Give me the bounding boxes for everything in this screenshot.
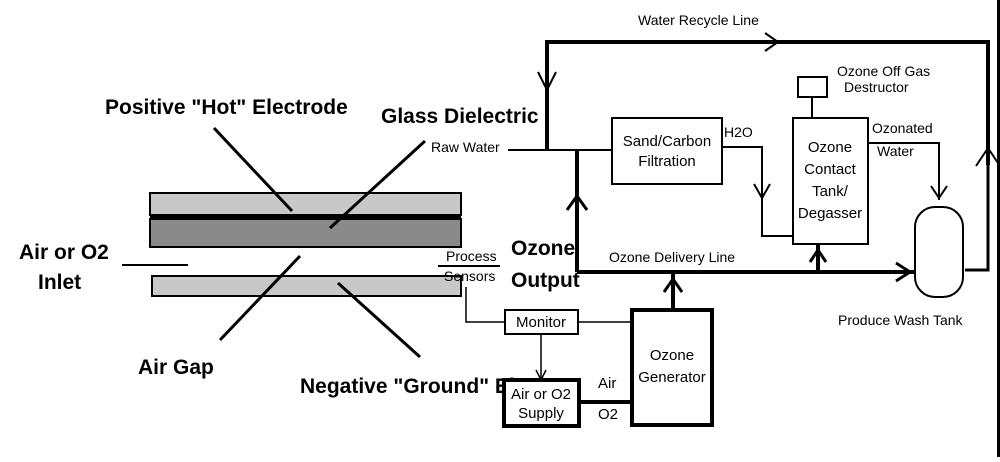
air-gap-pointer [218,254,302,342]
filtration-label-line2: Filtration [638,153,696,170]
glass-dielectric-pointer [328,139,427,230]
o2-label: O2 [598,406,618,423]
ozonated-water-label-line2: Water [877,143,914,159]
ozone-contact-tank-box [792,117,869,245]
positive-electrode-label: Positive "Hot" Electrode [105,96,348,119]
raw-water-label: Raw Water [431,139,500,155]
positive-electrode-plate [149,192,462,216]
ozonated-water-line [868,142,948,200]
air-label: Air [598,375,616,392]
positive-electrode-pointer [212,126,294,213]
glass-dielectric-plate [149,218,462,248]
electrode-assembly [122,126,462,359]
filtration-label-line1: Sand/Carbon [623,133,711,150]
process-sensors-group [438,265,505,323]
air-o2-supply-label-line1: Air or O2 [511,386,571,403]
ozone-delivery-line-label: Ozone Delivery Line [609,249,735,265]
contact-tank-label-line1: Ozone [808,139,852,156]
contact-tank-label-line2: Contact [804,161,857,178]
off-gas-destructor-label-line2: Destructor [844,79,909,95]
ozone-output-label-line2: Output [511,269,580,292]
sand-carbon-filtration-box [611,117,723,185]
process-sensors-label-line2: Sensors [444,268,495,284]
air-inlet-label-line1: Air or O2 [19,241,109,264]
ozone-generator-label-line2: Generator [638,369,706,386]
h2o-label: H2O [724,124,753,140]
produce-wash-tank-label: Produce Wash Tank [838,312,964,328]
ozone-delivery-line [577,244,914,310]
contact-tank-label-line4: Degasser [798,205,862,222]
ozone-output-label-line1: Ozone [511,237,575,260]
dielectric-separator [150,215,461,219]
ozone-generator-box [630,308,714,427]
off-gas-destructor-label-line1: Ozone Off Gas [837,63,930,79]
negative-electrode-plate [151,275,462,297]
air-o2-supply-label-line2: Supply [518,405,564,422]
glass-dielectric-label: Glass Dielectric [381,105,539,128]
process-sensors-label-line1: Process [446,248,497,264]
water-recycle-line-label: Water Recycle Line [638,12,759,28]
air-gap-label: Air Gap [138,356,214,379]
h2o-line [722,146,793,237]
air-inlet-label-line2: Inlet [38,271,81,294]
ozone-generator-label-line1: Ozone [650,347,694,364]
produce-wash-tank [914,206,964,298]
monitor-box [504,309,579,335]
negative-electrode-pointer [336,281,422,359]
water-recycle-line [537,32,1000,272]
negative-electrode-label: Negative "Ground" Elect [300,375,545,398]
raw-water-line [508,149,612,272]
off-gas-destructor-box [797,76,828,98]
ozonated-water-label-line1: Ozonated [872,120,933,136]
contact-tank-label-line3: Tank/ [812,183,849,200]
monitor-label: Monitor [516,314,566,331]
right-border [997,0,1000,457]
